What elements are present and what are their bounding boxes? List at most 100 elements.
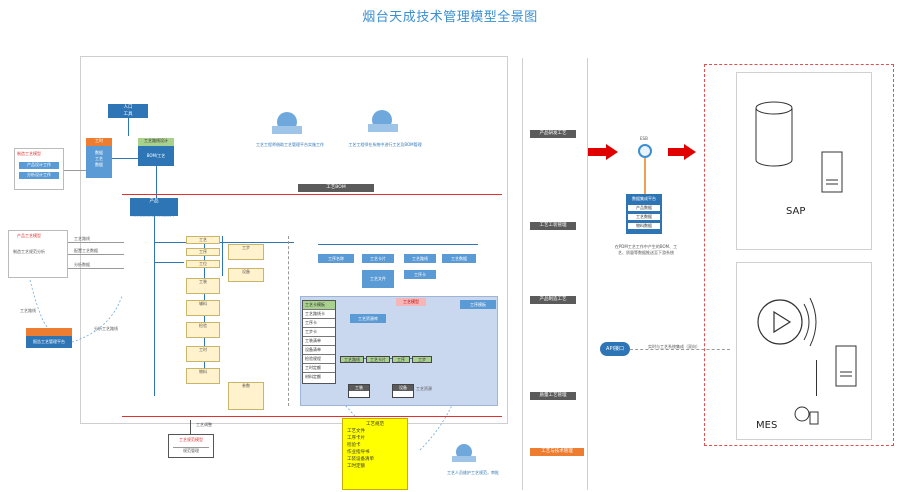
connector [68,268,124,269]
curve-connector [29,279,49,329]
connector [190,420,191,434]
template-list-item[interactable]: 工时定额 [303,364,335,373]
template-list-item[interactable]: 工装清单 [303,337,335,346]
mid-box: 物料 [186,368,220,384]
bottom-user-caption: 工艺人员维护工艺规范，审批 [447,470,499,475]
template-list-item[interactable]: 材料定额 [305,374,321,379]
left-note: 工艺路线 [20,308,36,313]
integration-card-title: 数据集成平台 [632,196,656,201]
red-tag: 工艺模型 [396,298,426,306]
connector [128,118,129,136]
red-arrow-left-bar [588,148,606,156]
right-box: 工序卡 [404,270,436,279]
yellow-list-item: 工时定额 [347,464,365,469]
mid-column-item: 质量工艺管理 [530,392,576,400]
mid-box: 工装 [186,278,220,294]
sap-panel [736,72,872,250]
connector [68,242,124,243]
bottom-box: 工艺规范模型 规范管理 [168,434,214,458]
user-icon-desk [452,456,476,462]
template-list-item[interactable]: 工艺路线卡 [303,310,335,319]
right-box: 工艺路线 [404,254,436,263]
process-sub-caption: 工艺资源 [416,386,432,391]
user2-caption: 工艺工程师在系统中进行工艺及BOM管理 [348,142,422,147]
template-list-item[interactable]: 检验规程 [303,355,335,364]
green-node: 工艺路线设计 [138,138,174,146]
top-node-label: 人口 [123,105,133,110]
red-arrow-left [606,144,618,160]
left-note: 工艺调整 [196,422,212,427]
connector [112,158,138,159]
process-step: 工步 [412,356,432,363]
mid-box: 工位 [186,260,220,268]
yellow-list-item: 检验卡 [347,443,361,448]
integration-card-caption: 在PDM工艺工作中产生的BOM、工艺、质量等数据推送至下游系统 [614,244,678,255]
orange-up-arrow [644,158,646,194]
dashed-separator [288,236,289,406]
connector [156,166,157,198]
blue-stack-node: 数据工艺数据 [86,146,112,178]
left-orange-node [26,328,72,336]
tree-branch [154,242,294,243]
api-line [630,349,730,350]
integration-card-item: 工艺数据 [628,214,660,220]
green-node-body: BOM/工艺 [138,146,174,166]
yellow-list: 工艺规范 工艺文件 工序卡片 检验卡 作业指导书 工装设备清单 工时定额 [342,418,408,490]
connector [64,170,86,171]
mid-column-item: 产品制造工艺 [530,296,576,304]
bottom-box-item: 规范管理 [173,447,209,454]
template-list-header: 工艺卡模板 [303,301,335,310]
center-bar: 工艺BOM [298,184,374,192]
user-icon-desk [272,126,302,134]
template-list-item[interactable]: 工序卡 [303,319,335,328]
left-box1-item: 产品设计工作 [19,162,59,169]
mid-box: 辅料 [186,300,220,316]
left-box2-title: 产品工艺模型 [17,233,41,238]
right-box: 工艺数据 [442,254,476,263]
main-node-label: 产品 [149,199,159,204]
connector [318,244,478,245]
process-sub: 工装 [348,384,370,398]
mid-box: 工序 [186,248,220,256]
left-note: 工艺路线 [74,236,90,241]
esb-node [638,144,652,158]
mid-box: 工步 [228,244,264,260]
database-icon [755,101,793,167]
left-box1-title: 制造工艺模型 [17,151,41,156]
sap-label: SAP [786,206,806,217]
play-icon [757,297,817,347]
left-box2: 产品工艺模型 制造工艺规范分析 [8,230,68,278]
blue-tag: 工序模板 [460,300,496,309]
blue-tag: 工艺资源库 [350,314,386,323]
left-note: 分析数据 [74,262,90,267]
page-title: 烟台天成技术管理模型全景图 [362,10,538,25]
top-node-sub: 工具 [123,112,133,117]
left-box2-text: 制造工艺规范分析 [13,249,45,254]
process-step: 工序 [392,356,410,363]
server-icon [835,345,857,387]
red-arrow-right [684,144,696,160]
mes-bus-line [816,360,817,396]
tree-trunk [154,216,155,396]
template-list-item[interactable]: 工步卡 [303,328,335,337]
api-badge: API接口 [600,342,630,356]
process-sub: 设备 [392,384,414,398]
right-box: 工艺卡片 [362,254,394,263]
left-note: 分析工艺路线 [94,326,118,331]
red-divider [122,194,502,195]
mid-box: 工艺 [186,236,220,244]
curve-connector [71,295,123,343]
bottom-box-title: 工艺规范模型 [179,437,203,442]
esb-label: ESB [640,136,648,141]
left-note: 配置工艺数据 [74,248,98,253]
right-box: 工艺文件 [362,270,394,288]
mid-box: 检验 [186,322,220,338]
left-box1: 制造工艺模型 产品设计工作 分析设计工作 [14,148,64,190]
process-step: 工艺路线 [340,356,364,363]
user1-caption: 工艺工程师借助工艺管理平台实施工作 [256,142,324,147]
template-list-item[interactable]: 设备清单 [303,346,335,355]
api-caption: 实时与工艺系统集成（双向） [648,344,700,349]
process-sub-label: 工装 [349,385,369,391]
mid-box: 设备 [228,268,264,282]
yellow-list-title: 工艺规范 [366,422,384,427]
